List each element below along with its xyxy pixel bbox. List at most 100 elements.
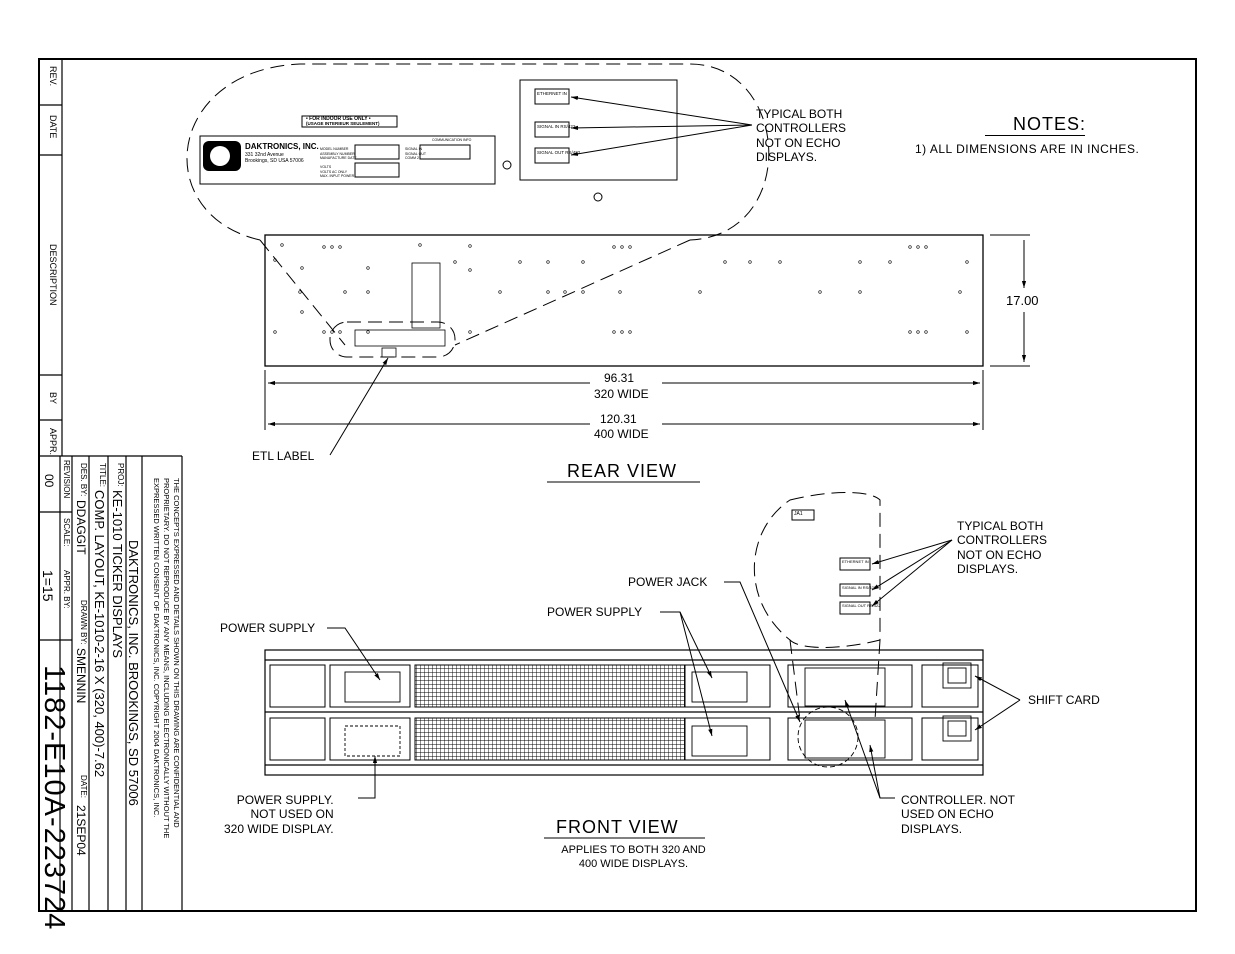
confidential-line-3: EXPRESSED WRITTEN CONSENT OF DAKTRONICS,… [152,478,161,818]
mounting-hole [322,245,326,249]
power-supply-left-callout: POWER SUPPLY [220,621,316,635]
mounting-hole [965,260,969,264]
drawing-scale: 1=15 [40,570,56,602]
rear-port-signal-out: SIGNAL OUT RS/422 [537,150,581,155]
mounting-hole [298,290,302,294]
mounting-hole [916,245,920,249]
rear-view-title: REAR VIEW [567,461,678,481]
mounting-hole [618,290,622,294]
designed-by-label: DES. BY: [79,463,88,497]
mounting-hole [330,330,334,334]
drawing-number: 1182-E10A-223724 [38,665,70,931]
mounting-hole [280,243,284,247]
mounting-hole [620,330,624,334]
front-port-signal-in: SIGNAL IN RS/422 [842,585,877,590]
power-jack-callout: POWER JACK [628,575,708,589]
date-column-label: DATE [48,115,58,139]
date-label: DATE: [79,775,88,798]
front-port-ethernet: ETHERNET IN [842,559,869,564]
plate-address-1: 331 32nd Avenue [245,152,284,158]
mounting-hole [338,330,342,334]
mounting-hole [620,245,624,249]
drawing-date: 21SEP04 [74,805,88,856]
rev-column-label: REV. [48,66,58,87]
mounting-hole [581,260,585,264]
module-cell [269,717,326,761]
front-view-subtitle: APPLIES TO BOTH 320 AND 400 WIDE DISPLAY… [561,844,706,870]
mounting-hole [468,244,472,248]
mounting-hole [723,260,727,264]
drawn-by: SMENNIN [74,648,88,704]
rear-port-signal-in: SIGNAL IN RS/422 [537,124,576,129]
project-name: KE-1010 TICKER DISPLAYS [110,490,125,658]
mounting-hole [563,290,567,294]
mounting-hole [628,330,632,334]
proj-label: PROJ: [116,463,125,487]
mounting-hole [924,330,928,334]
confidential-line-2: PROPRIETARY. DO NOT REPRODUCE BY ANY MEA… [162,478,171,839]
mounting-hole [778,260,782,264]
mounting-hole [273,258,277,262]
indoor-use-line-1: • FOR INDOOR USE ONLY • [306,116,371,122]
rear-port-ethernet: ETHERNET IN [537,91,567,96]
description-column-label: DESCRIPTION [48,244,58,306]
mounting-hole [468,268,472,272]
notes-title: NOTES: [1013,114,1087,134]
by-column-label: BY [48,392,58,405]
mounting-hole [366,266,370,270]
appr-by-label: APPR. BY: [62,570,71,609]
mounting-hole [818,290,822,294]
revision-number: 00 [42,474,56,488]
mounting-hole [858,260,862,264]
power-supply-note: POWER SUPPLY. NOT USED ON 320 WIDE DISPL… [224,793,334,836]
mounting-hole [908,245,912,249]
mounting-hole [366,330,370,334]
shift-card-callout: SHIFT CARD [1028,693,1100,707]
mounting-hole [581,290,585,294]
module-cell [269,664,326,708]
mounting-hole [958,290,962,294]
mounting-hole [888,260,892,264]
rear-controllers-note: TYPICAL BOTH CONTROLLERS NOT ON ECHO DIS… [756,107,847,165]
mounting-hole [748,260,752,264]
module-cell [329,664,411,708]
mounting-hole [343,290,347,294]
mounting-hole [338,245,342,249]
mounting-hole [546,290,550,294]
mounting-hole [858,290,862,294]
notes-underline [985,135,1085,136]
mounting-hole [300,266,304,270]
mounting-hole [546,260,550,264]
note-1: 1) ALL DIMENSIONS ARE IN INCHES. [915,142,1140,156]
mounting-hole [965,330,969,334]
module-cell [921,717,979,761]
drawing-title: COMP. LAYOUT, KE-1010-2-16 X (320, 400)-… [92,490,107,778]
plate-comm-info: COMMUNICATION INFO [432,138,472,142]
mounting-hole [300,310,304,314]
controller-note: CONTROLLER. NOT USED ON ECHO DISPLAYS. [901,793,1016,836]
power-supply-mid-callout: POWER SUPPLY [547,605,643,619]
plate-address-2: Brookings, SD USA 57006 [245,158,304,164]
mounting-hole [908,330,912,334]
rear-height-dimension: 17.00 [1006,293,1039,308]
mounting-hole [498,290,502,294]
mounting-hole [453,260,457,264]
designed-by: DDAGGIT [74,500,88,555]
mounting-hole [916,330,920,334]
rear-width-400: 120.31 [600,412,637,426]
mounting-hole [698,290,702,294]
front-view-title: FRONT VIEW [556,817,679,837]
mounting-hole [273,330,277,334]
appr-column-label: APPR. [48,428,58,456]
scale-label: SCALE: [62,518,71,547]
etl-label-callout: ETL LABEL [252,449,315,463]
drawing-border [38,58,1197,912]
indoor-use-line-2: (USAGE INTERIEUR SEULEMENT) [306,121,380,126]
mounting-hole [612,245,616,249]
plate-fields-bottom: VOLTS VOLTS AC ONLY MAX. INPUT POWER [320,165,355,179]
plate-company: DAKTRONICS, INC. [245,142,319,151]
front-port-signal-out: SIGNAL OUT RS/422 [842,603,881,608]
module-cell [787,717,913,761]
jack-id: JA1 [794,511,803,517]
